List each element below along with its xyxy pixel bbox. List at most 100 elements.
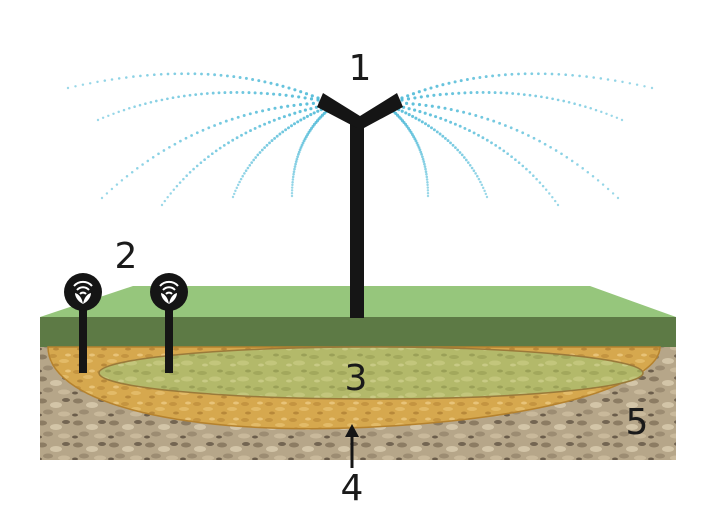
water-droplet <box>238 76 242 79</box>
water-droplet <box>295 157 299 161</box>
water-droplet <box>230 117 234 121</box>
water-droplet <box>100 196 104 200</box>
water-droplet <box>297 153 300 156</box>
water-droplet <box>415 141 419 145</box>
water-droplet <box>458 151 462 154</box>
water-droplet <box>284 93 288 97</box>
water-droplet <box>548 192 551 195</box>
water-droplet <box>616 196 620 200</box>
water-droplet <box>505 91 509 95</box>
water-droplet <box>120 179 124 182</box>
water-droplet <box>430 126 433 130</box>
water-droplet <box>206 72 210 76</box>
water-droplet <box>182 94 186 98</box>
water-droplet <box>441 83 445 87</box>
water-droplet <box>309 113 313 117</box>
arrow-up-icon <box>345 424 359 468</box>
water-droplet <box>210 152 214 156</box>
water-droplet <box>424 167 427 171</box>
water-droplet <box>296 155 299 159</box>
water-droplet <box>439 116 443 120</box>
water-droplet <box>570 159 574 163</box>
water-droplet <box>236 183 240 187</box>
water-droplet <box>466 161 470 164</box>
water-droplet <box>611 192 615 195</box>
water-droplet <box>293 88 297 92</box>
water-droplet <box>556 98 560 102</box>
water-droplet <box>272 118 276 122</box>
water-droplet <box>487 91 491 94</box>
water-droplet <box>162 149 166 152</box>
water-droplet <box>469 91 473 95</box>
water-droplet <box>424 170 428 173</box>
ground-block <box>40 286 676 460</box>
water-droplet <box>277 116 281 120</box>
water-droplet <box>74 85 77 88</box>
root-zone <box>98 346 644 400</box>
water-droplet <box>291 180 294 184</box>
water-droplet <box>279 105 283 109</box>
water-droplet <box>599 77 603 80</box>
water-droplet <box>166 97 169 101</box>
water-droplet <box>278 132 282 136</box>
water-droplet <box>259 91 263 95</box>
sprinkler-head-icon <box>317 93 403 318</box>
water-droplet <box>163 199 167 203</box>
water-droplet <box>429 86 433 90</box>
water-droplet <box>426 180 429 184</box>
water-droplet <box>293 167 296 171</box>
water-droplet <box>125 76 128 79</box>
water-droplet <box>284 128 288 132</box>
water-droplet <box>122 108 126 112</box>
water-droplet <box>292 122 297 126</box>
water-droplet <box>463 91 467 95</box>
water-droplet <box>294 160 298 163</box>
soil-moisture-sensor-icon <box>150 273 188 373</box>
water-droplet <box>248 112 252 116</box>
water-droplet <box>281 130 285 134</box>
water-droplet <box>246 166 250 170</box>
water-droplet <box>288 113 292 117</box>
water-droplet <box>132 75 135 78</box>
water-droplet <box>411 114 415 118</box>
water-droplet <box>458 124 462 128</box>
water-droplet <box>506 152 510 156</box>
water-droplet <box>252 158 256 162</box>
water-droplet <box>455 109 459 113</box>
water-droplet <box>509 126 513 130</box>
water-droplet <box>96 118 100 122</box>
water-droplet <box>430 104 434 108</box>
water-droplet <box>253 126 257 130</box>
water-droplet <box>211 91 215 95</box>
water-droplet <box>254 156 258 159</box>
water-droplet <box>268 141 271 145</box>
water-droplet <box>110 187 114 191</box>
water-droplet <box>184 136 188 140</box>
water-droplet <box>218 121 222 125</box>
water-droplet <box>251 78 255 81</box>
water-droplet <box>130 170 134 174</box>
water-droplet <box>493 91 497 95</box>
water-droplet <box>475 91 479 94</box>
water-droplet <box>303 96 307 100</box>
water-droplet <box>490 141 493 145</box>
water-droplet <box>510 155 513 159</box>
water-droplet <box>316 98 320 102</box>
water-droplet <box>293 111 297 115</box>
water-droplet <box>472 131 476 135</box>
water-droplet <box>447 81 451 85</box>
water-droplet <box>302 116 306 120</box>
water-droplet <box>273 106 277 110</box>
water-droplet <box>291 183 294 187</box>
water-droplet <box>265 92 269 96</box>
water-droplet <box>423 165 427 168</box>
water-droplet <box>481 186 485 190</box>
water-droplet <box>499 91 503 95</box>
water-droplet <box>307 130 311 134</box>
water-droplet <box>242 114 246 117</box>
water-droplet <box>199 161 203 165</box>
water-droplet <box>168 145 171 149</box>
water-droplet <box>421 155 424 159</box>
water-droplet <box>96 80 99 84</box>
water-droplet <box>544 188 548 192</box>
